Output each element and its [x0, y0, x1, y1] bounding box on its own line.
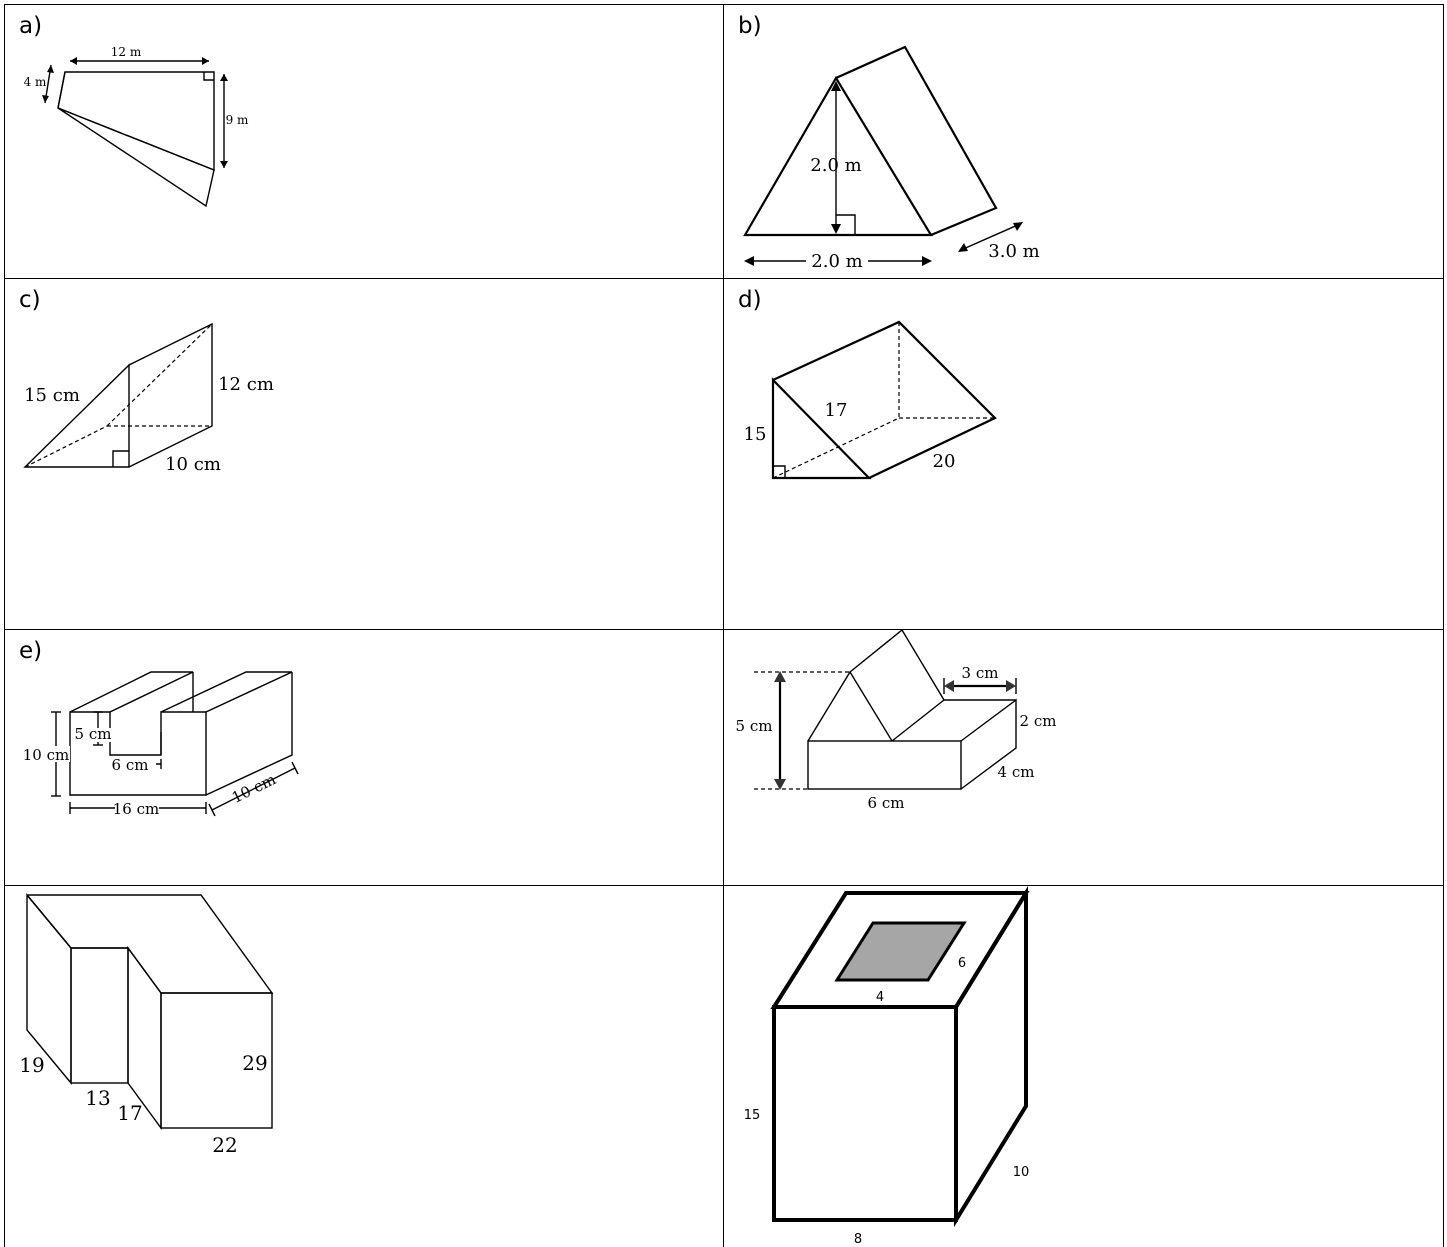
- dim-label: 20: [933, 451, 956, 472]
- cell-a: a) 12 m 9 m 4 m: [5, 5, 723, 278]
- dim-label: 15 cm: [24, 385, 80, 406]
- prism-face: [160, 992, 273, 1129]
- box-front: [772, 1005, 958, 1222]
- dim-label: 5 cm: [75, 725, 112, 743]
- dim-label: 12 cm: [218, 374, 274, 395]
- dim-label: 19: [19, 1053, 44, 1077]
- figure-g: 19 13 17 29 22: [19, 893, 274, 1157]
- dim-label: 3.0 m: [988, 241, 1039, 262]
- dim-label: 2.0 m: [810, 155, 861, 176]
- cell-label: b): [738, 13, 762, 39]
- cell-c: c) 15 cm 12 cm 10 cm: [5, 279, 723, 629]
- grid-line: [4, 629, 1444, 630]
- dim-label: 3 cm: [962, 664, 999, 682]
- prism-face: [57, 71, 215, 172]
- prism-face: [771, 377, 872, 480]
- grid-line: [4, 278, 1444, 279]
- dim-label: 15: [744, 1108, 761, 1123]
- dim-label: 5 cm: [736, 717, 773, 735]
- figure-h: 6 4 15 10 8: [744, 886, 1030, 1247]
- grid-line: [1443, 4, 1444, 1247]
- dim-label: 6 cm: [112, 756, 149, 774]
- cell-label: d): [738, 287, 762, 313]
- cell-e: e) 16 cm: [5, 630, 723, 885]
- dim-label: 2 cm: [1020, 712, 1057, 730]
- dim-label: 13: [85, 1086, 110, 1110]
- cell-d: d) 15 17 20: [724, 279, 1443, 629]
- grid-line: [4, 4, 5, 1247]
- right-angle-mark: [112, 450, 129, 467]
- dim-label: 6 cm: [868, 794, 905, 812]
- dim-label: 22: [212, 1133, 237, 1157]
- figure-c: 15 cm 12 cm 10 cm: [23, 322, 274, 475]
- grid-line: [4, 4, 1444, 5]
- cell-label: c): [19, 287, 41, 313]
- right-angle-mark: [203, 72, 214, 81]
- cell-h: 6 4 15 10 8: [724, 886, 1443, 1247]
- dim-label: 10 cm: [165, 454, 221, 475]
- figure-a: 12 m 9 m 4 m: [24, 45, 249, 208]
- dim-label: 4 cm: [998, 763, 1035, 781]
- dim-label: 4: [876, 990, 884, 1005]
- dim-label: 10: [1013, 1165, 1030, 1180]
- prism-face: [743, 75, 933, 237]
- dim-label: 8: [854, 1232, 862, 1247]
- opening-hole: [834, 921, 967, 982]
- dim-label: 10 cm: [229, 770, 279, 807]
- dim-label: 29: [242, 1051, 267, 1075]
- dim-label: 6: [958, 956, 966, 971]
- dim-label: 15: [744, 424, 767, 445]
- box-side: [954, 886, 1028, 1228]
- cell-label: e): [19, 638, 43, 664]
- cell-f: 5 cm 3 cm 2 cm 4 cm 6 cm: [724, 630, 1443, 885]
- dim-label: 16 cm: [113, 800, 159, 818]
- dim-label: 4 m: [24, 75, 47, 89]
- dim-label: 17: [825, 400, 848, 421]
- right-angle-mark: [773, 465, 786, 478]
- dim-label: 17: [117, 1101, 142, 1125]
- grid-line: [723, 4, 724, 1247]
- right-angle-mark: [836, 214, 856, 235]
- figure-d: 15 17 20: [744, 320, 997, 480]
- cell-label: a): [19, 13, 43, 39]
- prism-face: [807, 740, 962, 790]
- figure-f: 5 cm 3 cm 2 cm 4 cm 6 cm: [736, 630, 1057, 812]
- dim-label: 12 m: [111, 45, 142, 59]
- dim-label: 9 m: [226, 113, 249, 127]
- grid-line: [4, 885, 1444, 886]
- figure-b: 2.0 m 2.0 m 3.0 m: [743, 45, 1040, 272]
- figure-e: 16 cm 10 cm 6 cm 5 cm 10 cm: [23, 671, 299, 818]
- prism-face: [23, 363, 130, 468]
- prism-face: [57, 107, 215, 208]
- cell-g: 19 13 17 29 22: [5, 886, 723, 1247]
- dim-label: 2.0 m: [811, 251, 862, 272]
- cell-b: b) 2.0 m 2.0 m 3.0 m: [724, 5, 1443, 278]
- dim-label: 10 cm: [23, 746, 69, 764]
